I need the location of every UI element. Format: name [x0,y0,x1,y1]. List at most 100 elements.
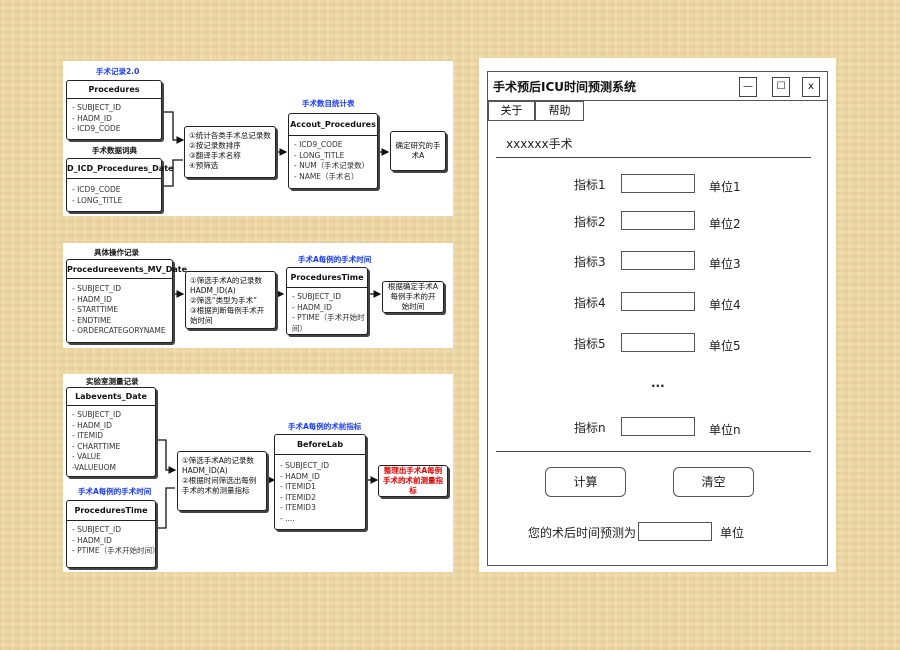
field: - NAME（手术名） [294,171,359,181]
step-box-3: ①筛选手术A的记录数 HADM_ID(A) ②根据时间筛选出每例 手术的术前测量… [177,451,267,511]
step-text: 手术的术前测量指标 [182,486,250,495]
maximize-button[interactable]: ☐ [772,77,790,97]
indicator-1-input[interactable] [621,174,695,193]
clear-button[interactable]: 清空 [673,467,754,497]
step-text: ②按记录数排序 [189,141,241,150]
surgery-name-label: xxxxxx手术 [506,137,573,151]
field: - HADM_ID [72,113,112,123]
indicator-5-label: 指标5 [574,337,606,351]
indicator-2-input[interactable] [621,211,695,230]
entity-title: Procedures [67,81,161,99]
entity-fields: - SUBJECT_ID - HADM_ID - ITEMID1 - ITEMI… [280,461,329,524]
field: - ENDTIME [72,315,112,325]
field: - ITEMID3 [280,503,316,512]
app-window: 手术预后ICU时间预测系统 — ☐ x 关于 帮助 [487,71,828,566]
entity-fields: - ICD9_CODE - LONG_TITLE - NUM（手术记录数） - … [294,140,369,182]
indicator-4-label: 指标4 [574,296,606,310]
step-text: ④预筛选 [189,161,219,170]
entity-title: Labevents_Date [67,388,155,406]
unit-2-label: 单位2 [709,217,741,231]
field: - HADM_ID [72,535,112,545]
step-text: 始时间 [190,316,213,325]
entity-title: Procedureevents_MV_Date [67,260,187,279]
ellipsis: ... [651,376,665,390]
entity-accout-procedures: Accout_Procedures - ICD9_CODE - LONG_TIT… [288,113,378,189]
field: - SUBJECT_ID [280,461,329,470]
entity-fields: - SUBJECT_ID - HADM_ID - PTIME（手术开始时 间） [292,292,365,334]
prediction-unit-label: 单位 [720,526,745,540]
label-surgery-time: 手术A每例的手术时间 [298,255,372,264]
field: 间） [292,323,307,333]
menu-help[interactable]: 帮助 [535,101,584,121]
field: -VALUEUOM [72,462,116,472]
close-button[interactable]: x [802,77,820,97]
step-box-1: ①统计各类手术总记录数 ②按记录数排序 ③翻译手术名称 ④预筛选 [184,126,276,178]
step-text: ①统计各类手术总记录数 [189,131,271,140]
step-text: ③翻译手术名称 [189,151,241,160]
indicator-2-label: 指标2 [574,215,606,229]
entity-title: ProceduresTime [287,268,367,288]
surgery-underline [496,157,811,158]
entity-title: ProceduresTime [67,501,155,521]
label-dictionary: 手术数据词典 [92,146,137,155]
label-preop-indicators: 手术A每例的术前指标 [288,422,362,431]
entity-fields: - ICD9_CODE - LONG_TITLE [72,185,122,206]
entity-fields: - SUBJECT_ID - HADM_ID - ICD9_CODE [72,103,121,135]
field: - STARTTIME [72,305,119,314]
field: - SUBJECT_ID [72,525,121,534]
field: - ICD9_CODE [294,140,343,149]
calculate-button[interactable]: 计算 [545,467,626,497]
prediction-label: 您的术后时间预测为 [528,526,637,540]
label-surgery-time-2: 手术A每例的手术时间 [78,487,152,496]
field: - HADM_ID [280,471,320,481]
field: - ITEMID [72,431,104,440]
unit-1-label: 单位1 [709,180,741,194]
field: - SUBJECT_ID [72,284,121,293]
field: - LONG_TITLE [294,150,345,160]
step-text: ③根据判断每例手术开 [190,306,265,315]
indicator-5-input[interactable] [621,333,695,352]
field: - HADM_ID [72,420,112,430]
unit-4-label: 单位4 [709,298,741,312]
entity-title: D_ICD_Procedures_Date [67,159,173,179]
field: - ITEMID1 [280,482,316,491]
label-stat-table: 手术数目统计表 [302,99,355,108]
entity-fields: - SUBJECT_ID - HADM_ID - STARTTIME - END… [72,284,166,337]
step-text: HADM_ID(A) [190,286,236,295]
entity-beforelab: BeforeLab - SUBJECT_ID - HADM_ID - ITEMI… [274,434,366,530]
step-text: ①筛选手术A的记录数 [190,276,262,285]
step-text: HADM_ID(A) [182,466,228,475]
field: - .... [280,513,295,523]
field: - VALUE [72,452,101,461]
result-box-3: 整理出手术A每例手术的术前测量指标 [378,465,448,497]
step-box-2: ①筛选手术A的记录数 HADM_ID(A) ②筛选“类型为手术” ③根据判断每例… [185,271,276,329]
indicator-n-input[interactable] [621,417,695,436]
indicator-3-label: 指标3 [574,255,606,269]
minimize-button[interactable]: — [739,77,757,97]
prediction-output[interactable] [638,522,712,541]
entity-fields: - SUBJECT_ID - HADM_ID - PTIME（手术开始时间） [72,525,160,557]
result-box-2: 根据确定手术A每例手术的开始时间 [382,281,444,313]
entity-title: BeforeLab [275,435,365,455]
label-lab-record: 实验室测量记录 [86,377,139,386]
entity-d-icd-procedures: D_ICD_Procedures_Date - ICD9_CODE - LONG… [66,158,173,212]
field: - HADM_ID [292,302,332,312]
indicator-3-input[interactable] [621,251,695,270]
field: - ICD9_CODE [72,185,121,194]
field: - ITEMID2 [280,492,316,502]
title-separator [488,100,827,101]
unit-n-label: 单位n [709,423,741,437]
entity-labevents: Labevents_Date - SUBJECT_ID - HADM_ID - … [66,387,156,477]
field: - SUBJECT_ID [292,292,341,301]
menu-about[interactable]: 关于 [488,101,535,121]
indicator-4-input[interactable] [621,292,695,311]
indicator-1-label: 指标1 [574,178,606,192]
field: - SUBJECT_ID [72,103,121,112]
step-text: ①筛选手术A的记录数 [182,456,254,465]
step-text: ②根据时间筛选出每例 [182,476,257,485]
field: - ICD9_CODE [72,124,121,133]
field: - CHARTTIME [72,441,121,451]
window-title: 手术预后ICU时间预测系统 [493,80,637,94]
